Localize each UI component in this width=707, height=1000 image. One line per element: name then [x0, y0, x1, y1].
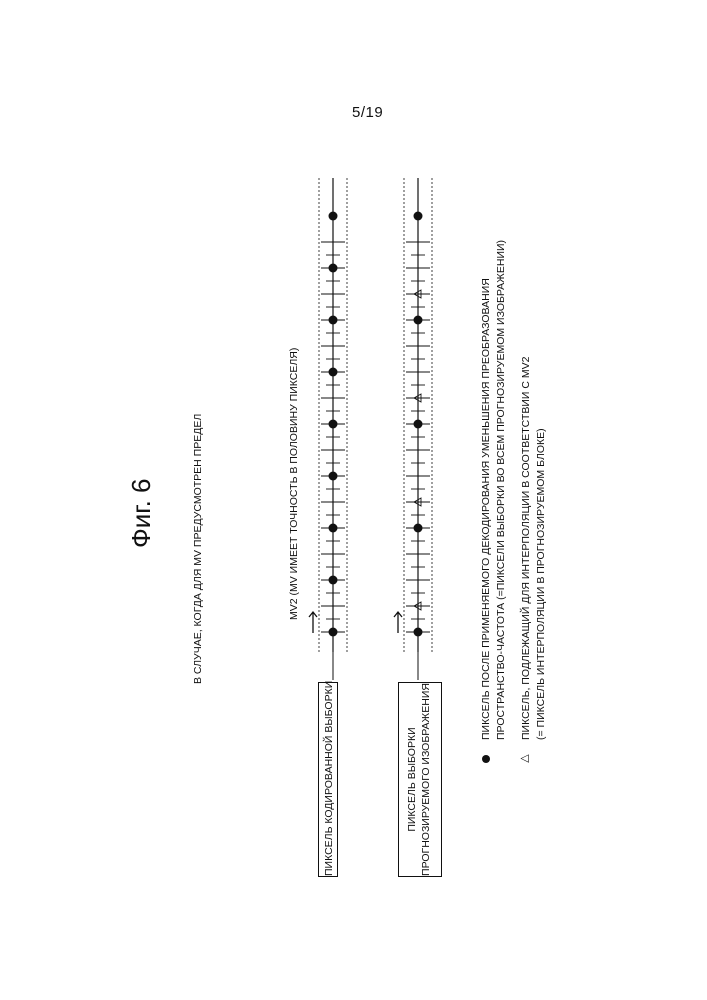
legend-triangle-text-line1: ПИКСЕЛЬ, ПОДЛЕЖАЩИЙ ДЛЯ ИНТЕРПОЛЯЦИИ В С…	[520, 357, 532, 740]
legend-triangle-text-line2: (= ПИКСЕЛЬ ИНТЕРПОЛЯЦИИ В ПРОГНОЗИРУЕМОМ…	[535, 428, 547, 740]
coded-row-pixel-dot	[329, 628, 338, 637]
legend-triangle-icon: △	[518, 754, 531, 762]
coded-row-pixel-dot	[329, 420, 338, 429]
predicted-sample-row	[394, 178, 432, 680]
legend-dot-icon	[482, 755, 490, 763]
coded-row-pixel-dot	[329, 316, 338, 325]
coded-row-pixel-dot	[329, 212, 338, 221]
coded-row-pixel-dot	[329, 524, 338, 533]
legend-dot-text-line2: ПРОСТРАНСТВО-ЧАСТОТА (=ПИКСЕЛИ ВЫБОРКИ В…	[495, 240, 507, 740]
coded-row-pixel-dot	[329, 472, 338, 481]
coded-row-pixel-dot	[329, 264, 338, 273]
predicted-row-arrow-icon	[394, 612, 402, 633]
coded-row-arrow-icon	[309, 612, 317, 633]
predicted-row-pixel-dot	[414, 420, 423, 429]
coded-row-pixel-dot	[329, 368, 338, 377]
predicted-row-pixel-dot	[414, 628, 423, 637]
coded-sample-row	[309, 178, 347, 680]
predicted-row-pixel-dot	[414, 212, 423, 221]
coded-row-pixel-dot	[329, 576, 338, 585]
predicted-row-pixel-dot	[414, 524, 423, 533]
predicted-row-pixel-dot	[414, 316, 423, 325]
legend-dot-text-line1: ПИКСЕЛЬ ПОСЛЕ ПРИМЕНЯЕМОГО ДЕКОДИРОВАНИЯ…	[480, 278, 492, 740]
